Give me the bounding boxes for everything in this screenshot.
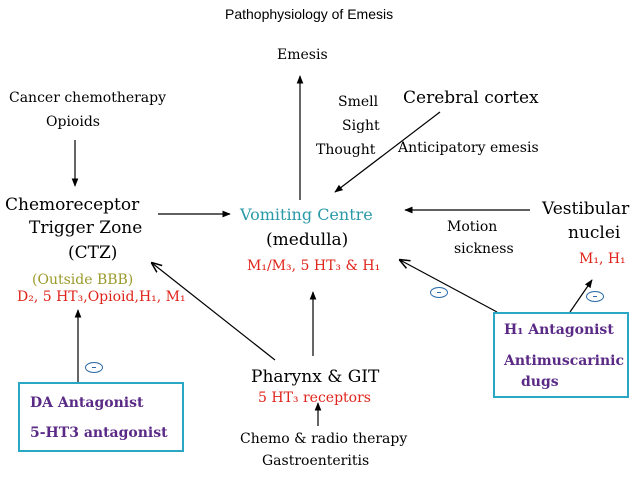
emesis-label: Emesis	[277, 47, 328, 63]
pharynx-cause-line-1: Chemo & radio therapy	[240, 431, 408, 447]
anticipatory-emesis-label: Anticipatory emesis	[398, 140, 539, 156]
inhibit-badge-middle	[430, 287, 448, 298]
ctz-label-line-3: (CTZ)	[68, 243, 118, 263]
causes-line-1: Cancer chemotherapy	[9, 90, 167, 106]
vestibular-line-1: Vestibular	[542, 199, 630, 219]
ctz-label-line-2: Trigger Zone	[29, 218, 143, 238]
pharynx-git-label: Pharynx & GIT	[251, 367, 380, 387]
ctz-label-line-1: Chemoreceptor	[5, 195, 140, 215]
inhibit-badge-right	[586, 291, 604, 302]
arrow-pharynx-to-ctz	[152, 263, 276, 361]
arrow-cortex-to-vc	[334, 111, 441, 193]
sense-thought: Thought	[316, 142, 376, 158]
vomiting-centre-receptors: M₁/M₃, 5 HT₃ & H₁	[247, 258, 381, 274]
inhibit-badge-left	[85, 362, 103, 373]
sense-sight: Sight	[342, 118, 380, 134]
ctz-receptors: D₂, 5 HT₃,Opioid,H₁, M₁	[17, 289, 186, 305]
motion-sickness-line-1: Motion	[447, 219, 498, 235]
arrow-box-right-to-vestibular	[569, 279, 593, 313]
h1-antagonist-label: H₁ Antagonist	[504, 322, 614, 338]
pharynx-cause-line-2: Gastroenteritis	[262, 453, 370, 469]
vomiting-centre-label: Vomiting Centre	[240, 205, 373, 224]
causes-line-2: Opioids	[46, 114, 100, 130]
sense-smell: Smell	[338, 94, 379, 110]
ctz-outside-bbb: (Outside BBB)	[32, 272, 134, 288]
pharynx-receptors: 5 HT₃ receptors	[258, 390, 371, 406]
da-antagonist-label: DA Antagonist	[30, 395, 144, 411]
antimuscarinic-drugs-label: dugs	[521, 374, 559, 390]
diagram-title: Pathophysiology of Emesis	[225, 6, 394, 22]
vomiting-centre-medulla: (medulla)	[266, 230, 349, 250]
motion-sickness-line-2: sickness	[454, 241, 514, 257]
cerebral-cortex-label: Cerebral cortex	[403, 88, 539, 108]
h1-antagonist-box: H₁ Antagonist Antimuscarinic dugs	[493, 312, 629, 398]
antimuscarinic-label: Antimuscarinic	[504, 353, 625, 369]
da-antagonist-box: DA Antagonist 5-HT3 antagonist	[18, 382, 184, 452]
vestibular-line-2: nuclei	[568, 223, 621, 243]
arrow-box-right-to-vc	[400, 260, 498, 313]
vestibular-receptors: M₁, H₁	[579, 251, 626, 267]
5ht3-antagonist-label: 5-HT3 antagonist	[30, 425, 168, 441]
